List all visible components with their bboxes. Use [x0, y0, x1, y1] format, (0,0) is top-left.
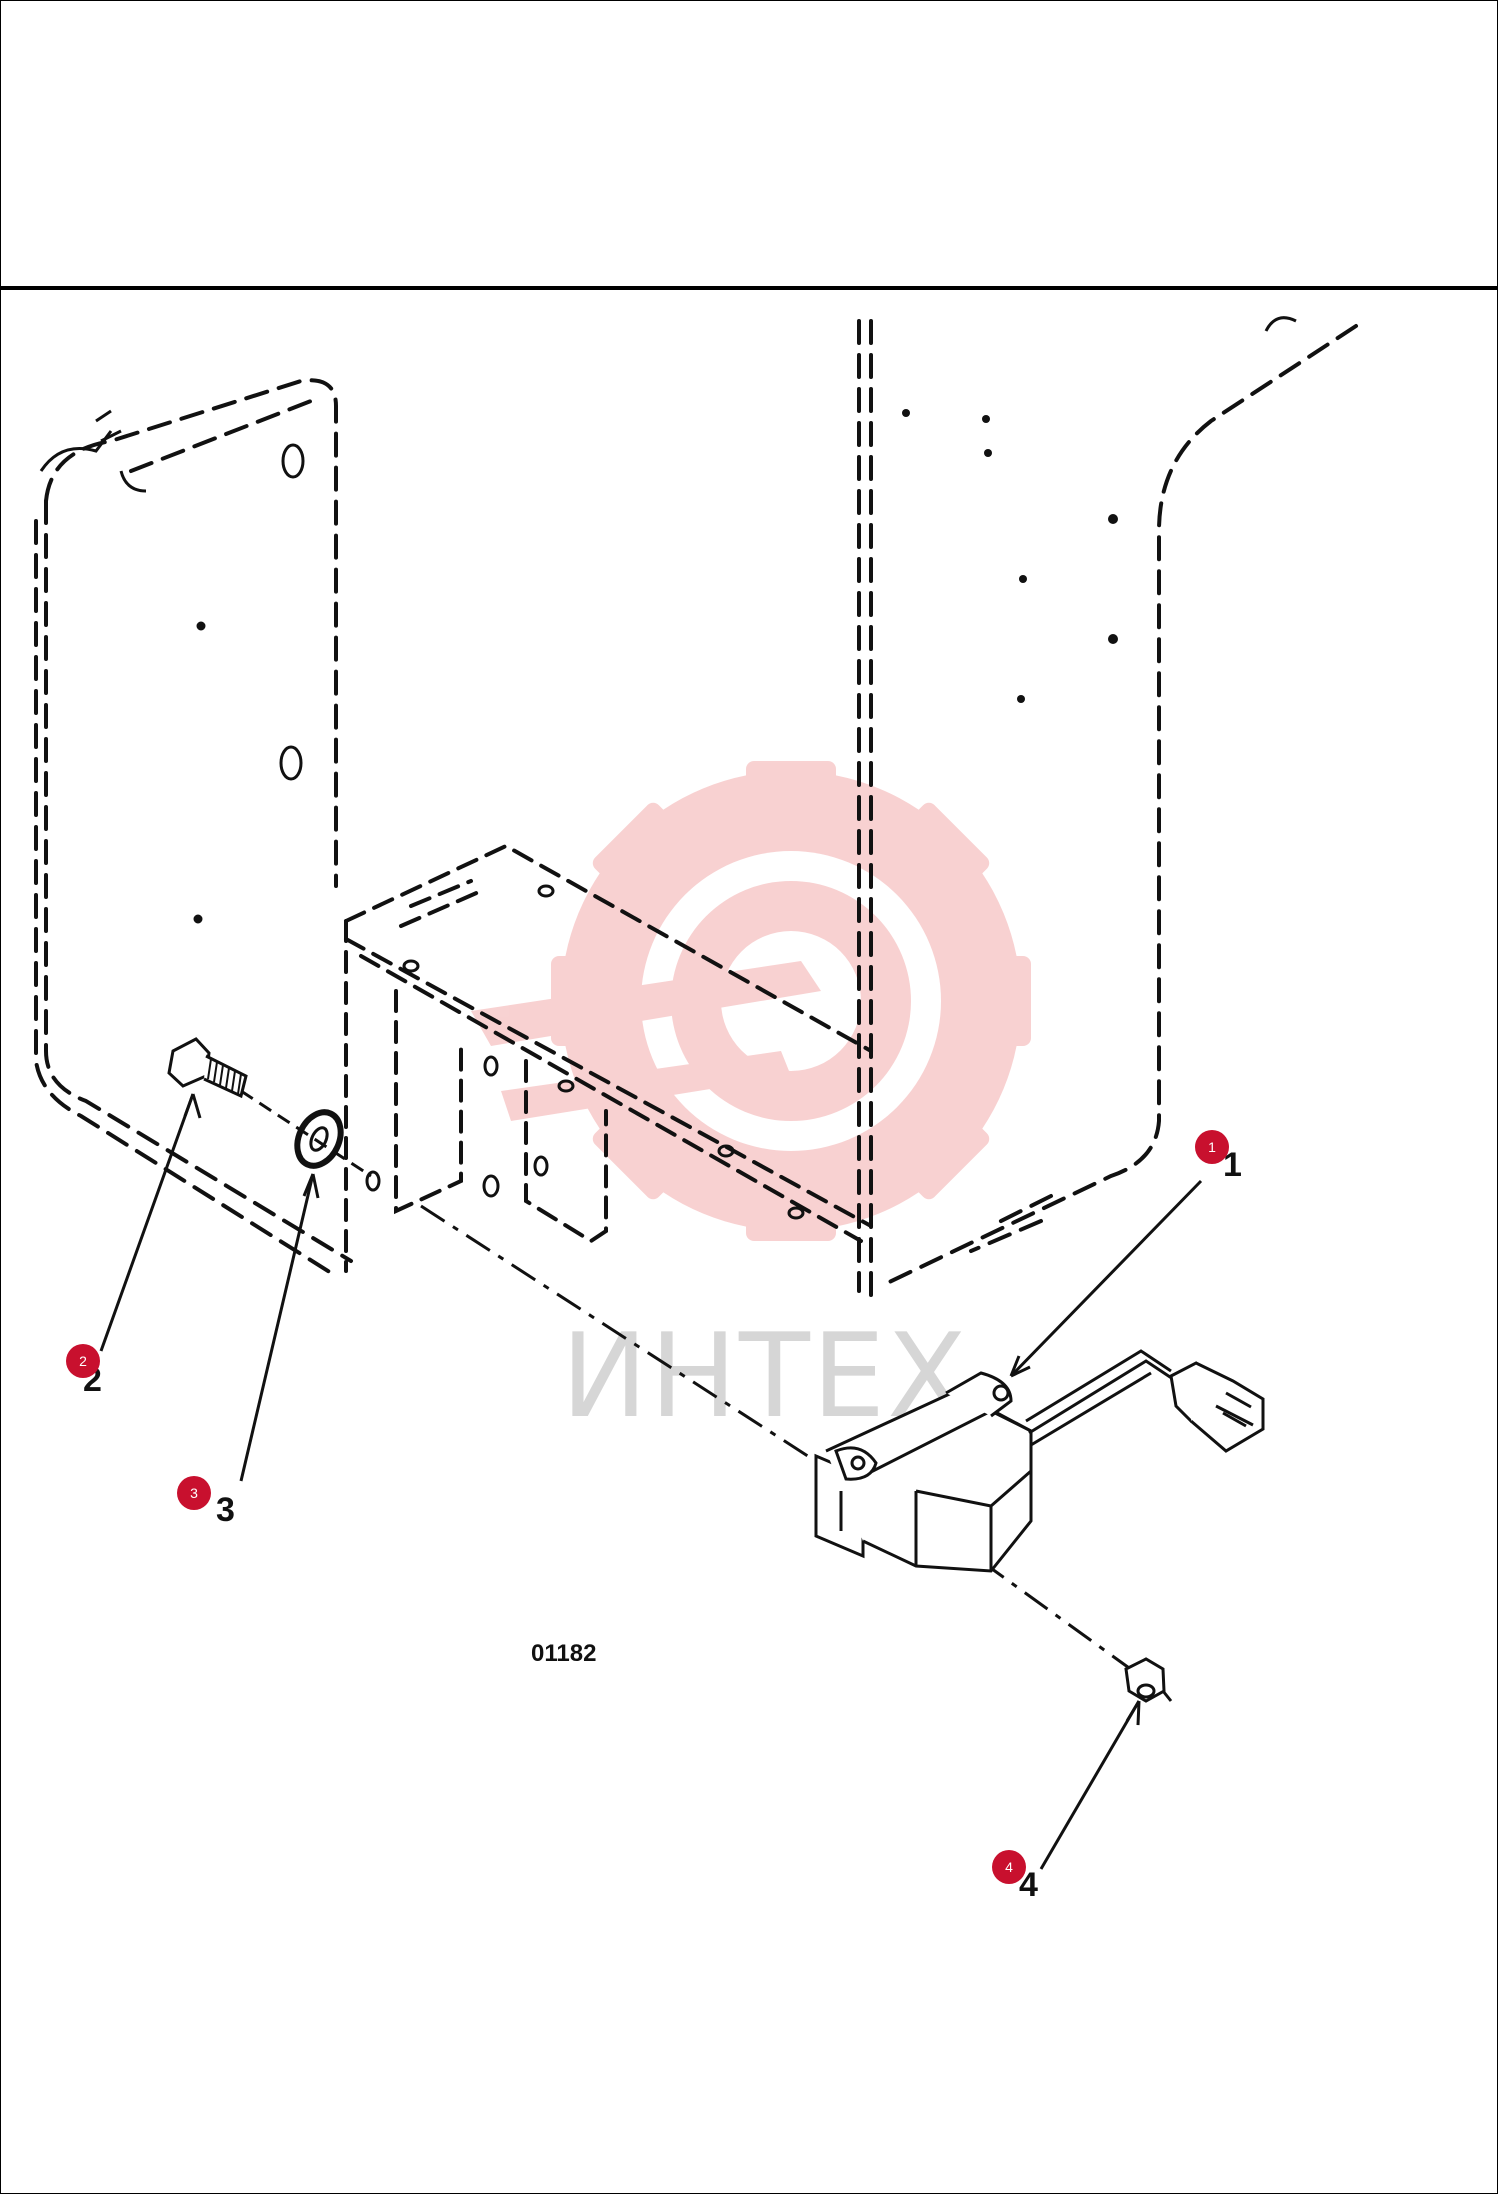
bracket-holes	[365, 884, 805, 1220]
left-mounting-plate	[34, 378, 353, 1278]
callout-label-4: 4	[1019, 1866, 1038, 1904]
left-plate-corner-marks	[39, 409, 147, 493]
leader-line-4	[1039, 1700, 1141, 1870]
callout-badge-3[interactable]: 3	[177, 1476, 211, 1510]
mounting-bracket	[344, 843, 873, 1273]
right-mounting-plate	[857, 319, 1358, 1303]
leader-line-1	[1009, 1179, 1203, 1378]
header-area	[1, 1, 1497, 290]
washer-part	[294, 1109, 344, 1169]
leader-arrow-2	[183, 1093, 202, 1119]
callout-badge-2[interactable]: 2	[66, 1344, 100, 1378]
right-plate-holes	[902, 409, 1118, 703]
svg-text:3: 3	[190, 1485, 198, 1501]
bolt-part	[167, 1037, 248, 1099]
nut-part	[1124, 1657, 1173, 1703]
watermark-gear-logo	[471, 761, 1031, 1241]
svg-text:2: 2	[79, 1353, 87, 1369]
leader-line-2	[99, 1093, 195, 1352]
callout-badge-4[interactable]: 4	[992, 1850, 1026, 1884]
leader-arrow-3	[302, 1173, 320, 1199]
callout-label-1: 1	[1223, 1146, 1242, 1184]
callout-label-3: 3	[216, 1491, 235, 1529]
leader-arrow-4	[1125, 1700, 1141, 1726]
solenoid-part	[814, 1349, 1265, 1573]
figure-number: 01182	[531, 1640, 596, 1667]
right-plate-corner-mark	[1264, 316, 1297, 332]
leader-arrow-1	[1009, 1355, 1031, 1378]
svg-text:4: 4	[1005, 1859, 1013, 1875]
svg-text:1: 1	[1208, 1139, 1216, 1155]
leader-line-3	[239, 1173, 315, 1482]
left-plate-holes	[193, 443, 305, 924]
leader-lines	[99, 1093, 1203, 1870]
callout-badge-1[interactable]: 1	[1195, 1130, 1229, 1164]
